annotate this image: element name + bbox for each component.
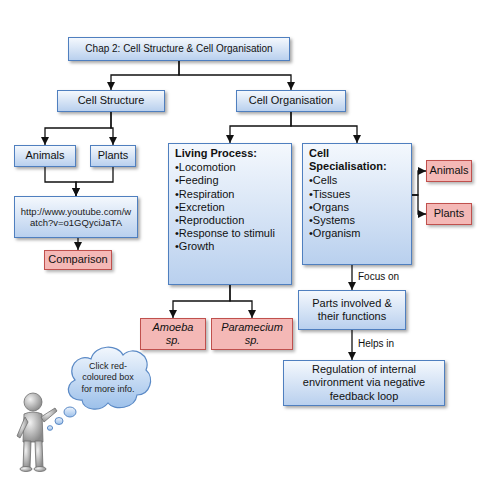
info-box: Animals [426,160,472,182]
node-text: Cell Structure [78,94,145,107]
node-text: Animals [25,149,64,162]
node-text: Plants [434,207,465,220]
list-box: Living Process:•Locomotion•Feeding•Respi… [168,143,292,285]
node-text: Paramecium sp. [216,321,288,347]
connector [179,61,291,90]
node-text: Click red-coloured box for more info. [76,361,140,395]
connector [77,238,78,250]
callout-cloud: Click red-coloured box for more info. [62,340,154,414]
node-text: Regulation of internal environment via n… [288,363,440,403]
connector [291,112,357,143]
connector [230,112,291,143]
connector [230,285,252,318]
process-box: Parts involved & their functions [298,290,406,330]
node-text: Plants [98,149,129,162]
node-text: Amoeba sp. [145,321,201,347]
connector [412,171,426,195]
node-text: •Cells [309,174,337,187]
node-text: •Systems [309,214,355,227]
node-text: •Organism [309,227,361,240]
node-text: Cell Specialisation: [309,147,405,173]
connector [351,330,352,360]
link-box: http://www.youtube.com/watch?v=o1GQyciJa… [14,196,138,238]
title-box: Chap 2: Cell Structure & Cell Organisati… [68,37,290,61]
connector [76,167,113,196]
node-text: •Feeding [175,174,219,187]
list-box: Cell Specialisation:•Cells•Tissues•Organ… [302,143,412,265]
category-box: Animals [14,145,76,167]
info-box: Paramecium sp. [211,318,293,350]
node-text: Animals [429,164,468,177]
info-box: Plants [426,203,472,225]
category-box: Plants [90,145,136,167]
connector [111,61,179,90]
connector [45,112,111,145]
node-text: •Respiration [175,188,235,201]
node-text: •Growth [175,240,214,253]
cloud-shape [68,347,150,409]
node-text: http://www.youtube.com/watch?v=o1GQyciJa… [19,206,133,229]
node-text: •Response to stimuli [175,227,275,240]
node-text: Parts involved & their functions [303,297,401,323]
node-text: Cell Organisation [249,94,333,107]
person-figure [17,393,57,472]
connector [173,285,230,318]
connector [412,195,426,214]
edge-label: Helps in [358,338,394,349]
node-text: •Excretion [175,201,225,214]
topic-box: Cell Structure [57,90,165,112]
node-text: •Locomotion [175,161,236,174]
node-text: •Organs [309,201,349,214]
node-text: Comparison [48,253,107,266]
process-box: Regulation of internal environment via n… [283,360,445,406]
node-text: Chap 2: Cell Structure & Cell Organisati… [85,43,272,55]
edge-label: Focus on [358,271,399,282]
topic-box: Cell Organisation [236,90,346,112]
connector [45,167,76,196]
connector [351,265,352,290]
node-text: Living Process: [175,147,257,160]
node-text: •Reproduction [175,214,244,227]
node-text: •Tissues [309,188,350,201]
connector [111,112,113,145]
info-box: Comparison [44,250,112,270]
info-box: Amoeba sp. [140,318,206,350]
